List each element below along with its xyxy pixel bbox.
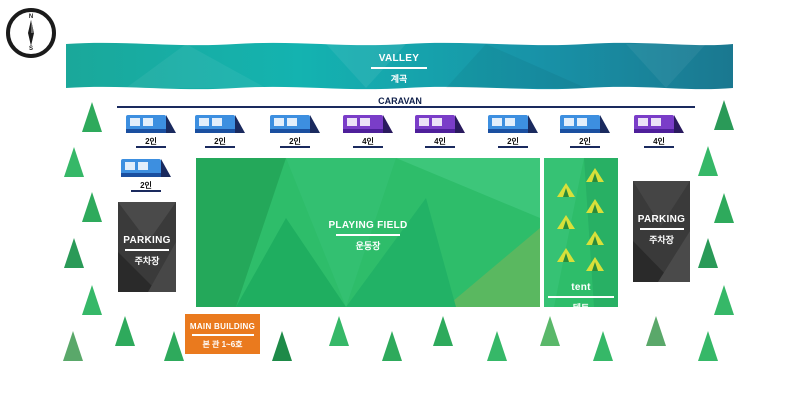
caravan-unit[interactable]: 4인 bbox=[341, 113, 393, 150]
tree-icon bbox=[433, 316, 453, 346]
tree-icon bbox=[698, 238, 718, 268]
parking-left-label: PARKING bbox=[123, 235, 171, 246]
tent-icon bbox=[557, 215, 575, 229]
tent-icon bbox=[557, 183, 575, 197]
tent-icon bbox=[586, 199, 604, 213]
caravan-label: CARAVAN bbox=[378, 96, 422, 106]
tent-area-label-ko: 텐트 bbox=[544, 301, 618, 308]
tent-icon bbox=[586, 168, 604, 182]
tree-icon bbox=[82, 285, 102, 315]
caravan-capacity: 2인 bbox=[507, 137, 519, 146]
parking-left-label-ko: 주차장 bbox=[134, 255, 160, 266]
compass-south-label: S bbox=[28, 46, 33, 52]
playing-field-label-ko: 운동장 bbox=[355, 240, 381, 251]
caravan-unit[interactable]: 2인 bbox=[486, 113, 538, 150]
caravan-unit[interactable]: 2인 bbox=[268, 113, 320, 150]
tent-icon bbox=[586, 257, 604, 271]
caravan-unit[interactable]: 2인 bbox=[119, 157, 171, 194]
valley-label: VALLEY bbox=[378, 53, 420, 64]
caravan-capacity: 4인 bbox=[362, 137, 374, 146]
tree-icon bbox=[64, 147, 84, 177]
tree-icon bbox=[63, 331, 83, 361]
caravan-capacity: 4인 bbox=[434, 137, 446, 146]
caravan-unit[interactable]: 2인 bbox=[193, 113, 245, 150]
caravan-capacity: 2인 bbox=[214, 137, 226, 146]
tent-area-label: tent bbox=[571, 282, 591, 293]
tree-icon bbox=[382, 331, 402, 361]
main-building-label-ko: 본 관 1~6호 bbox=[202, 339, 243, 349]
compass-north-label: N bbox=[28, 14, 34, 20]
tree-icon bbox=[540, 316, 560, 346]
caravan-unit[interactable]: 2인 bbox=[558, 113, 610, 150]
caravan-capacity: 4인 bbox=[653, 137, 665, 146]
tree-icon bbox=[272, 331, 292, 361]
caravan-unit[interactable]: 2인 bbox=[124, 113, 176, 150]
tree-icon bbox=[714, 100, 734, 130]
tent-icon bbox=[572, 270, 590, 276]
tree-icon bbox=[714, 193, 734, 223]
tree-icon bbox=[115, 316, 135, 346]
main-building-label: MAIN BUILDING bbox=[189, 322, 256, 331]
parking-left[interactable]: PARKING 주차장 bbox=[118, 202, 176, 292]
caravan-capacity: 2인 bbox=[289, 137, 301, 146]
playing-field-label: PLAYING FIELD bbox=[328, 220, 408, 231]
valley-zone[interactable]: VALLEY 계곡 bbox=[66, 40, 733, 92]
compass-icon: N S bbox=[6, 8, 56, 58]
tree-icon bbox=[593, 331, 613, 361]
main-building[interactable]: MAIN BUILDING 본 관 1~6호 bbox=[185, 314, 260, 354]
tree-icon bbox=[64, 238, 84, 268]
tent-area[interactable]: tent 텐트 bbox=[544, 158, 618, 307]
tree-icon bbox=[82, 192, 102, 222]
caravan-unit[interactable]: 4인 bbox=[413, 113, 465, 150]
caravan-capacity: 2인 bbox=[579, 137, 591, 146]
caravan-capacity: 2인 bbox=[145, 137, 157, 146]
parking-right-label-ko: 주차장 bbox=[649, 234, 674, 245]
tree-icon bbox=[487, 331, 507, 361]
valley-label-ko: 계곡 bbox=[390, 73, 408, 84]
caravan-capacity: 2인 bbox=[140, 181, 152, 190]
caravan-divider bbox=[117, 106, 695, 108]
tree-icon bbox=[82, 102, 102, 132]
caravan-unit[interactable]: 4인 bbox=[632, 113, 684, 150]
tree-icon bbox=[329, 316, 349, 346]
tent-icon bbox=[557, 248, 575, 262]
tree-icon bbox=[646, 316, 666, 346]
tree-icon bbox=[698, 146, 718, 176]
tree-icon bbox=[698, 331, 718, 361]
tent-icon bbox=[586, 231, 604, 245]
parking-right-label: PARKING bbox=[637, 214, 686, 225]
tree-icon bbox=[714, 285, 734, 315]
parking-right[interactable]: PARKING 주차장 bbox=[633, 181, 690, 282]
playing-field[interactable]: PLAYING FIELD 운동장 bbox=[196, 158, 540, 307]
tree-icon bbox=[164, 331, 184, 361]
